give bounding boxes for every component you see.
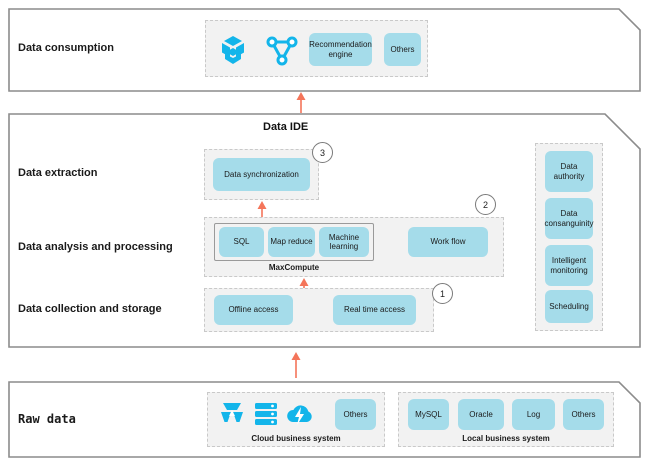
node-others-local[interactable]: Others (563, 399, 604, 430)
node-scheduling[interactable]: Scheduling (545, 290, 593, 323)
node-data-authority[interactable]: Data authority (545, 151, 593, 192)
node-mysql[interactable]: MySQL (408, 399, 449, 430)
cloud-bolt-icon (285, 400, 315, 428)
panel-data-consumption: Data consumption (8, 8, 641, 92)
node-work-flow[interactable]: Work flow (408, 227, 488, 257)
node-others-consumption[interactable]: Others (384, 33, 421, 66)
node-others-cloud[interactable]: Others (335, 399, 376, 430)
node-real-time-access[interactable]: Real time access (333, 295, 416, 325)
cloud-business-system-caption: Cloud business system (251, 434, 341, 443)
node-recommendation-engine[interactable]: Recommendation engine (309, 33, 372, 66)
panel-raw-data: Raw data (8, 381, 641, 458)
node-oracle[interactable]: Oracle (458, 399, 504, 430)
layer-label-data-analysis: Data analysis and processing (18, 241, 173, 253)
ide-title: Data IDE (263, 121, 309, 133)
arrow-raw-to-ide (290, 352, 302, 378)
node-data-consanguinity[interactable]: Data consanguinity (545, 198, 593, 239)
node-offline-access[interactable]: Offline access (214, 295, 293, 325)
data-cube-icon (216, 34, 250, 68)
layer-label-data-extraction: Data extraction (18, 167, 98, 179)
local-business-system-caption: Local business system (462, 434, 550, 443)
node-sql[interactable]: SQL (219, 227, 264, 257)
network-graph-icon (263, 34, 301, 68)
compute-cluster-icon (218, 400, 246, 428)
arrow-ide-to-consumption (295, 92, 307, 113)
step-badge-1: 1 (432, 283, 453, 304)
layer-label-data-collection: Data collection and storage (18, 303, 162, 315)
step-badge-3: 3 (312, 142, 333, 163)
node-machine-learning[interactable]: Machine learning (319, 227, 369, 257)
layer-label-raw-data: Raw data (18, 412, 76, 426)
panel-data-ide: Data IDE Data extraction Data analysis a… (8, 113, 641, 348)
node-intelligent-monitoring[interactable]: Intelligent monitoring (545, 245, 593, 286)
database-stack-icon (253, 400, 279, 428)
maxcompute-caption: MaxCompute (268, 263, 320, 272)
node-map-reduce[interactable]: Map reduce (268, 227, 315, 257)
node-log[interactable]: Log (512, 399, 555, 430)
step-badge-2: 2 (475, 194, 496, 215)
layer-label-consumption: Data consumption (18, 42, 114, 54)
node-data-synchronization[interactable]: Data synchronization (213, 158, 310, 191)
maxcompute-subgroup (214, 223, 374, 261)
